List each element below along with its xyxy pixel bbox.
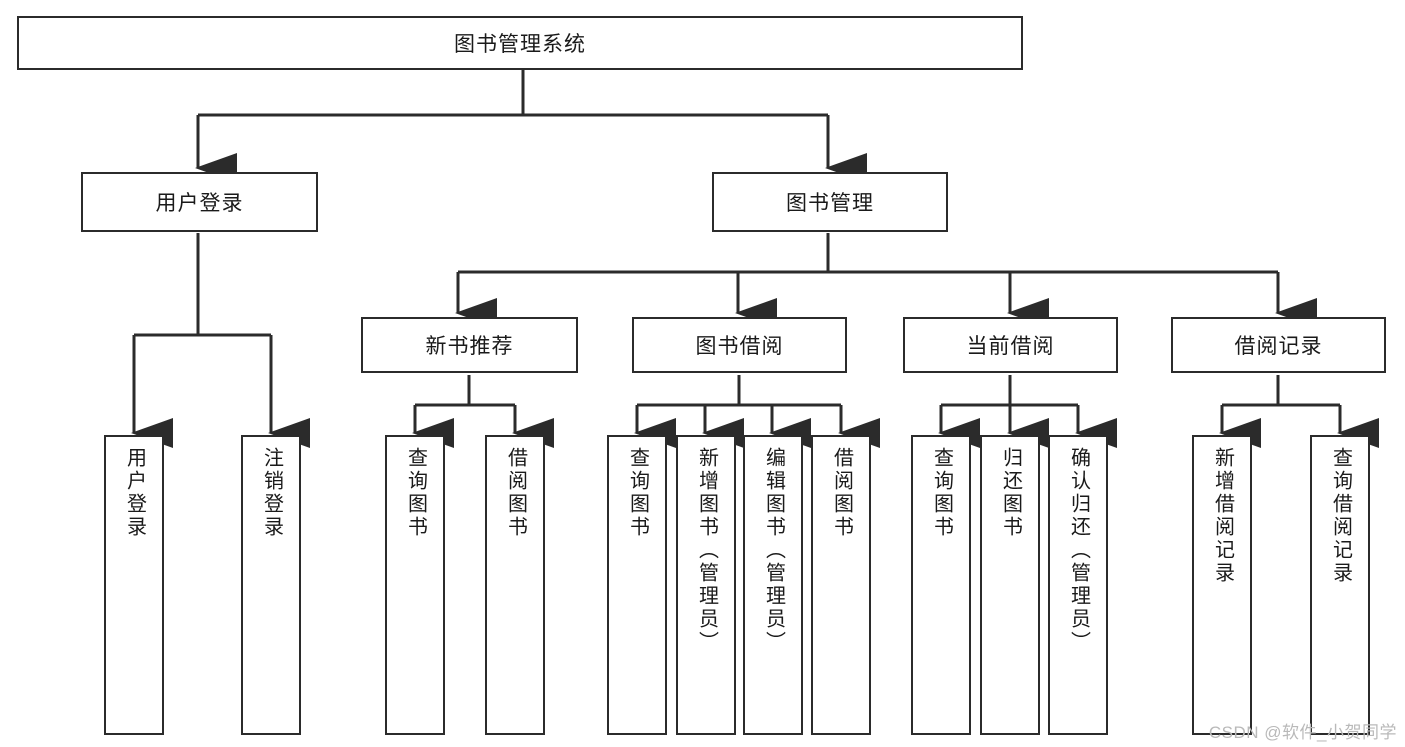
node-borrow-record[interactable]: 借阅记录 [1171,317,1386,373]
node-leaf-return-book-label: 归还图书 [999,447,1022,539]
node-book-borrow[interactable]: 图书借阅 [632,317,847,373]
node-leaf-query-book-2[interactable]: 查询图书 [607,435,667,735]
node-leaf-logout-login[interactable]: 注销登录 [241,435,301,735]
node-leaf-borrow-book-2-label: 借阅图书 [830,447,853,539]
node-leaf-borrow-book-1-label: 借阅图书 [504,447,527,539]
node-leaf-confirm-return-label: 确认归还（管理员） [1067,447,1090,654]
node-leaf-query-book-3-label: 查询图书 [930,447,953,539]
node-user-login-label: 用户登录 [155,192,244,215]
node-new-book-recommend-label: 新书推荐 [425,335,514,358]
node-leaf-add-record[interactable]: 新增借阅记录 [1192,435,1252,735]
node-leaf-borrow-book-2[interactable]: 借阅图书 [811,435,871,735]
node-leaf-query-record-label: 查询借阅记录 [1329,447,1352,585]
node-leaf-add-record-label: 新增借阅记录 [1211,447,1234,585]
node-leaf-query-book-3[interactable]: 查询图书 [911,435,971,735]
node-new-book-recommend[interactable]: 新书推荐 [361,317,578,373]
node-leaf-edit-book-label: 编辑图书（管理员） [762,447,785,654]
node-leaf-add-book-label: 新增图书（管理员） [695,447,718,654]
node-leaf-edit-book[interactable]: 编辑图书（管理员） [743,435,803,735]
node-leaf-query-book-2-label: 查询图书 [626,447,649,539]
node-leaf-return-book[interactable]: 归还图书 [980,435,1040,735]
node-leaf-borrow-book-1[interactable]: 借阅图书 [485,435,545,735]
node-borrow-record-label: 借阅记录 [1234,335,1323,358]
node-user-login[interactable]: 用户登录 [81,172,318,232]
node-book-management[interactable]: 图书管理 [712,172,948,232]
node-leaf-query-record[interactable]: 查询借阅记录 [1310,435,1370,735]
node-root-label: 图书管理系统 [454,33,586,56]
node-book-management-label: 图书管理 [786,192,874,215]
node-current-borrow[interactable]: 当前借阅 [903,317,1118,373]
node-leaf-query-book-1[interactable]: 查询图书 [385,435,445,735]
node-leaf-confirm-return[interactable]: 确认归还（管理员） [1048,435,1108,735]
node-root[interactable]: 图书管理系统 [17,16,1023,70]
node-leaf-query-book-1-label: 查询图书 [404,447,427,539]
node-leaf-user-login-label: 用户登录 [123,447,146,539]
node-current-borrow-label: 当前借阅 [966,335,1055,358]
csdn-watermark: CSDN @软件_小贺同学 [1208,723,1397,742]
node-leaf-logout-login-label: 注销登录 [260,447,283,539]
node-leaf-add-book[interactable]: 新增图书（管理员） [676,435,736,735]
node-leaf-user-login[interactable]: 用户登录 [104,435,164,735]
node-book-borrow-label: 图书借阅 [695,335,784,358]
